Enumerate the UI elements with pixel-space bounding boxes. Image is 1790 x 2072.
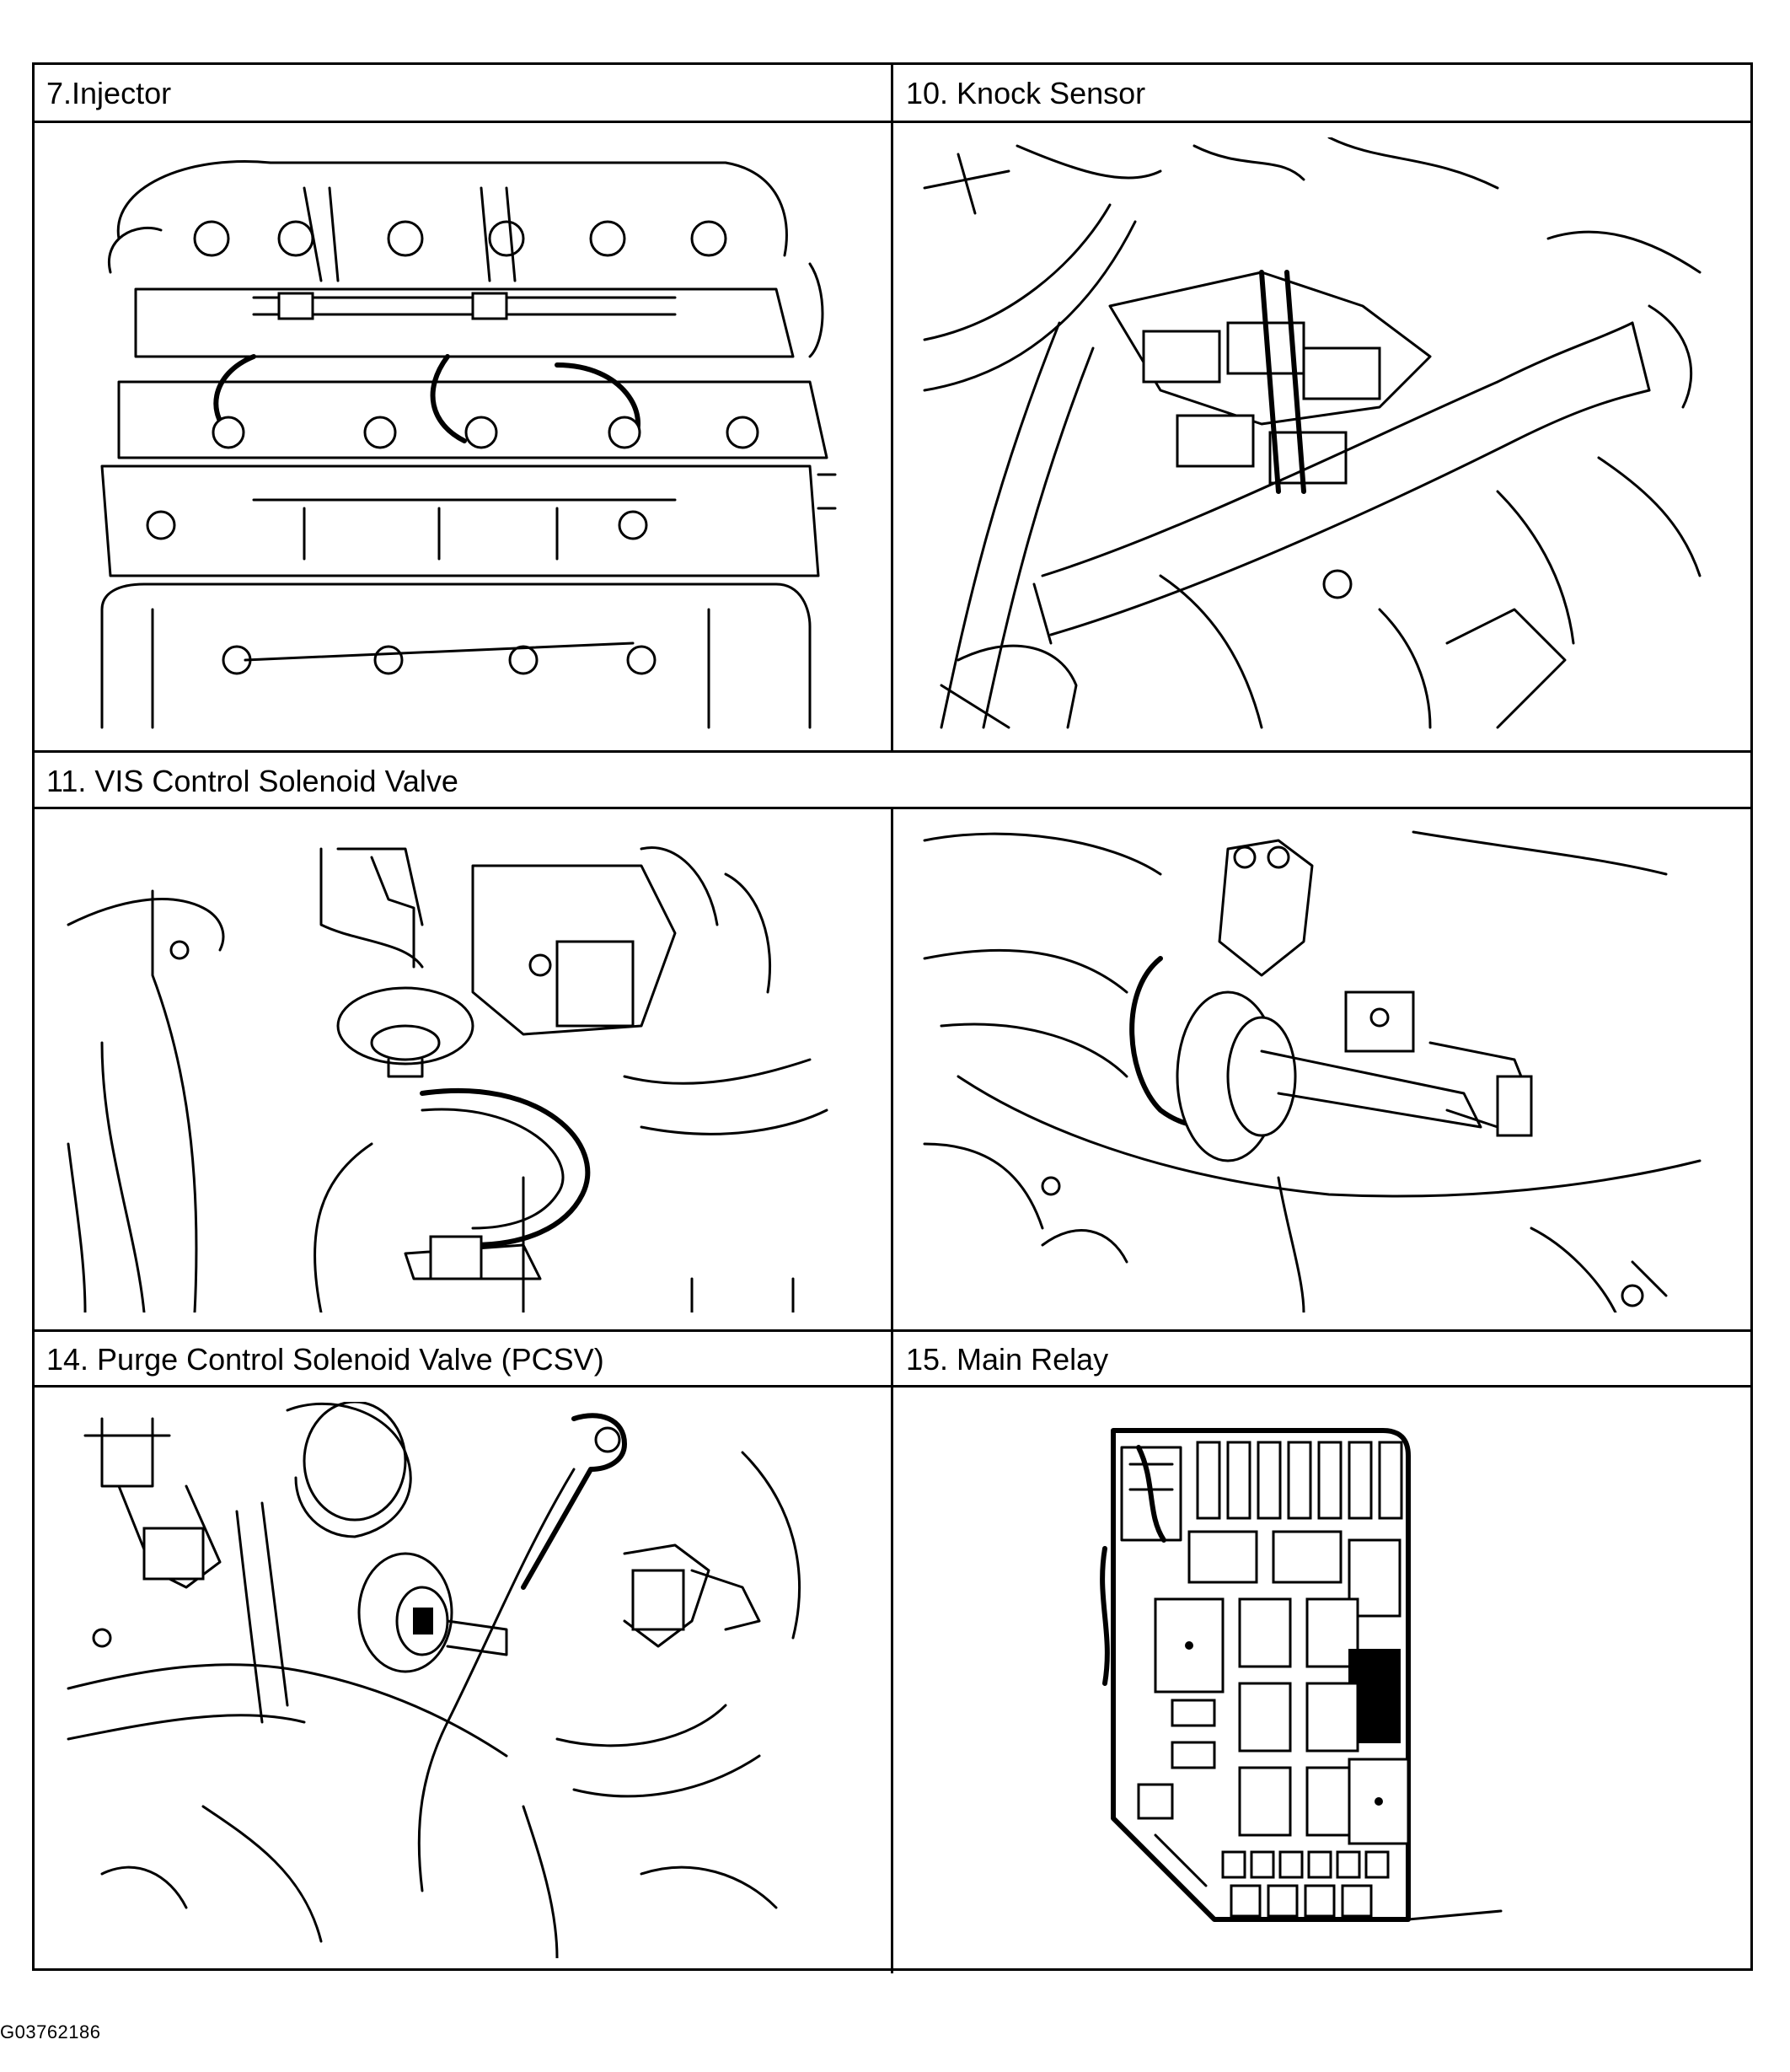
purge-control-solenoid-valve-illustration: [51, 1402, 860, 1958]
main-relay-fuse-box-illustration: [1063, 1414, 1568, 1953]
panel-label-knock-sensor: 10. Knock Sensor: [906, 76, 1146, 110]
diagram-grid: 7.Injector 10. Knock Sensor 11. VIS Cont…: [32, 62, 1753, 1973]
rule-col-row-1: [891, 65, 893, 750]
panel-label-purge-control-solenoid-valve: 14. Purge Control Solenoid Valve (PCSV): [46, 1342, 604, 1377]
vis-control-solenoid-valve-view-2-illustration: [908, 824, 1717, 1312]
rule-col-row-2: [891, 807, 893, 1329]
rule-col-row-3: [891, 1329, 893, 1973]
knock-sensor-illustration: [908, 137, 1717, 736]
figure-id: G03762186: [0, 2021, 101, 2042]
injector-illustration: [85, 137, 844, 736]
vis-control-solenoid-valve-illustration: [51, 824, 860, 1312]
panel-label-main-relay: 15. Main Relay: [906, 1342, 1109, 1377]
rule-row-1: [35, 750, 1750, 753]
panel-label-injector: 7.Injector: [46, 76, 172, 110]
panel-label-vis-control-solenoid-valve: 11. VIS Control Solenoid Valve: [46, 764, 458, 798]
